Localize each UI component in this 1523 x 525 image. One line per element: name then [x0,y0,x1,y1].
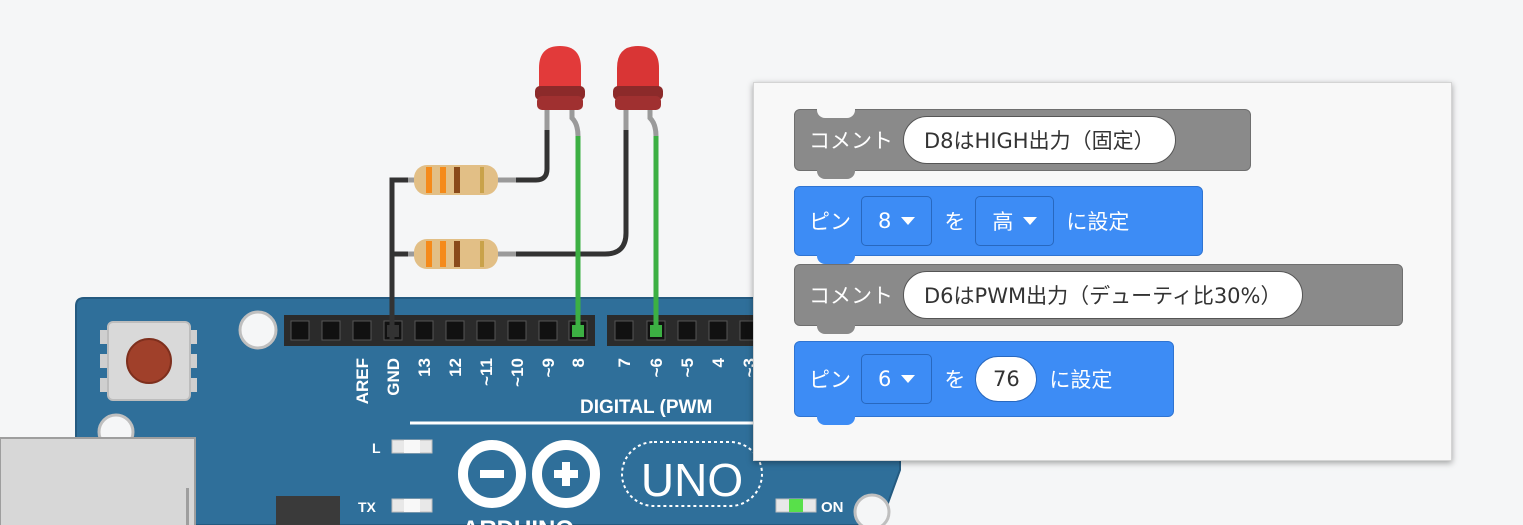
header-pin-hole[interactable] [476,320,496,341]
pin-number-dropdown[interactable]: 8 [861,196,933,246]
arduino-logo [458,440,600,508]
set-pin-block-1[interactable]: ピン 8 を 高 に設定 [794,186,1203,264]
led-tx-label: TX [358,499,377,515]
header-pin-hole[interactable] [538,320,558,341]
pin-label: ピン [809,368,851,392]
header-pin-hole[interactable] [414,320,434,341]
header-pin-hole[interactable] [290,320,310,341]
header-pin-hole[interactable] [352,320,372,341]
set-label: に設定 [1049,368,1113,392]
mounting-hole [238,310,278,350]
header-pin-hole[interactable] [614,320,634,341]
pin-label-gnd: GND [384,358,403,396]
pin-label-13: 13 [415,358,434,377]
resistor-1[interactable] [408,165,516,195]
wire-gnd-1[interactable] [389,177,410,339]
comment-label: コメント [809,129,893,153]
pin-label-7: 7 [615,358,634,367]
pin-label-aref: AREF [353,358,372,404]
pin-label-8: 8 [569,358,588,367]
pin-label-pwm-11: ~11 [477,358,496,386]
led-2[interactable] [613,46,663,137]
arduino-brand-text: ARDUINO [462,516,574,525]
pin-label-pwm-9: ~9 [539,358,558,377]
usb-connector [0,437,196,525]
wire-r1-led1[interactable] [515,128,550,183]
resistor-2[interactable] [408,239,516,269]
connector-label: を [944,210,966,234]
pin-state-dropdown[interactable]: 高 [975,196,1055,246]
pin-label-4: 4 [709,357,728,367]
header-pin-hole[interactable] [677,320,697,341]
set-label: に設定 [1066,210,1130,234]
header-pin-hole[interactable] [445,320,465,341]
pin-label: ピン [809,210,851,234]
set-pin-block-2[interactable]: ピン 6 を 76 に設定 [794,341,1174,425]
header-pin-hole[interactable] [708,320,728,341]
led-1[interactable] [535,46,585,137]
wires[interactable] [387,128,662,339]
pin-label-pwm-6: ~6 [647,358,666,377]
comment-block-1[interactable]: コメント D8はHIGH出力（固定） [794,109,1251,179]
mounting-hole [853,493,891,525]
comment-block-2[interactable]: コメント D6はPWM出力（デューティ比30%） [794,264,1403,334]
pin-number-dropdown[interactable]: 6 [861,354,933,404]
code-blocks-panel[interactable]: コメント D8はHIGH出力（固定） ピン 8 を 高 に設定 コメント D6は… [753,82,1452,461]
uno-logo: UNO [621,441,763,507]
pin-label-pwm-10: ~10 [508,358,527,387]
pwm-value-input[interactable]: 76 [975,356,1038,402]
header-pin-hole[interactable] [507,320,527,341]
chevron-down-icon [901,375,916,383]
digital-pwm-label: DIGITAL (PWM [580,397,712,418]
ic-chip [276,496,340,525]
connector-label: を [944,368,966,392]
header-pin-hole[interactable] [321,320,341,341]
chevron-down-icon [901,217,916,225]
pin-label-12: 12 [446,358,465,377]
wire-r2-led2[interactable] [515,128,629,257]
led-on-label: ON [821,499,844,516]
comment-text-field[interactable]: D6はPWM出力（デューティ比30%） [903,271,1303,319]
comment-label: コメント [809,284,893,308]
led-l-label: L [372,440,381,456]
chevron-down-icon [1023,217,1038,225]
svg-text:UNO: UNO [641,454,743,506]
pin-label-pwm-5: ~5 [678,358,697,377]
comment-text-field[interactable]: D8はHIGH出力（固定） [903,116,1176,164]
reset-button[interactable] [100,321,197,401]
